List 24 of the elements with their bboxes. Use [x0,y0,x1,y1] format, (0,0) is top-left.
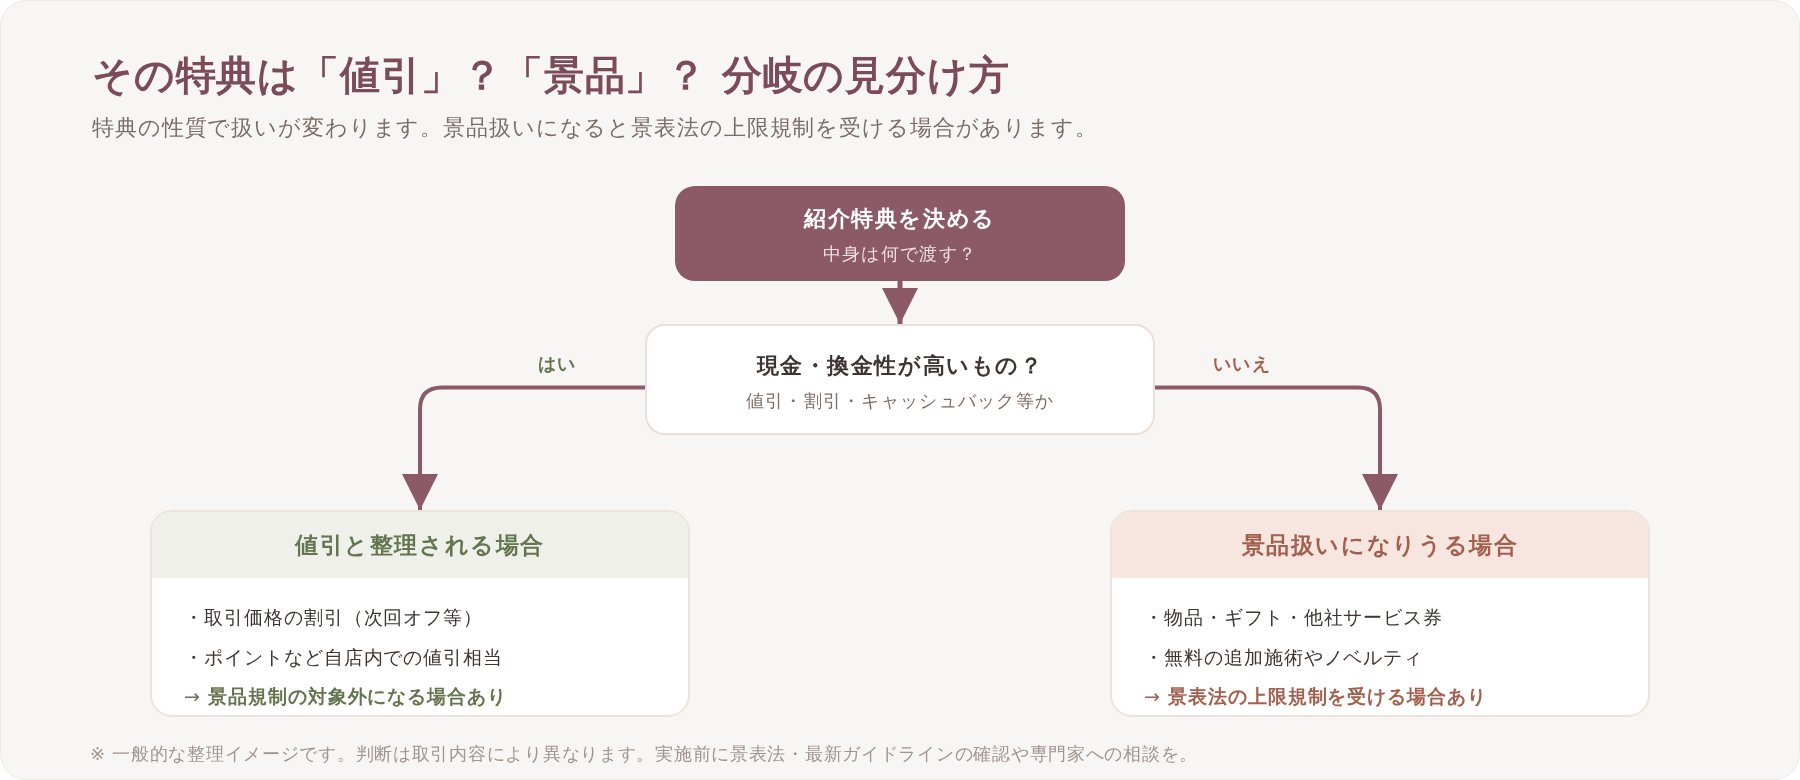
edge-label: はい [537,352,577,376]
question-text: 現金・換金性が高いもの？ [756,351,1044,380]
footnote: ※ 一般的な整理イメージです。判断は取引内容により異なります。実施前に景表法・最新ガイドラインの確認や専門家への相談を。 [90,742,1198,766]
list-item: ・取引価格の割引（次回オフ等） [184,605,484,630]
result-card [1110,510,1650,717]
card-header: 値引と整理される場合 [152,512,688,578]
process-box [675,186,1125,281]
list-item: ・ポイントなど自店内での値引相当 [184,644,504,670]
list-item: ・物品・ギフト・他社サービス券 [1144,605,1444,630]
result-note: → 景品規制の対象外になる場合あり [184,684,508,709]
page-subtitle: 特典の性質で扱いが変わります。景品扱いになると景表法の上限規制を受ける場合があります。 [92,114,1098,142]
edge-label: いいえ [1213,352,1271,376]
result-note: → 景表法の上限規制を受ける場合あり [1144,684,1488,709]
question-box [645,324,1155,435]
card-header: 景品扱いになりうる場合 [1112,512,1648,578]
step-subtitle: 中身は何で渡す？ [822,242,978,266]
page-title: その特典は「値引」？「景品」？ 分岐の見分け方 [92,50,1010,100]
arrow [1155,385,1398,510]
step-title: 紹介特典を決める [804,205,996,233]
hint-text: 値引・割引・キャッシュバック等か [745,388,1055,413]
list-item: ・無料の追加施術やノベルティ [1144,644,1424,670]
result-card [150,510,690,717]
arrow [402,385,645,510]
arrow [882,281,918,324]
